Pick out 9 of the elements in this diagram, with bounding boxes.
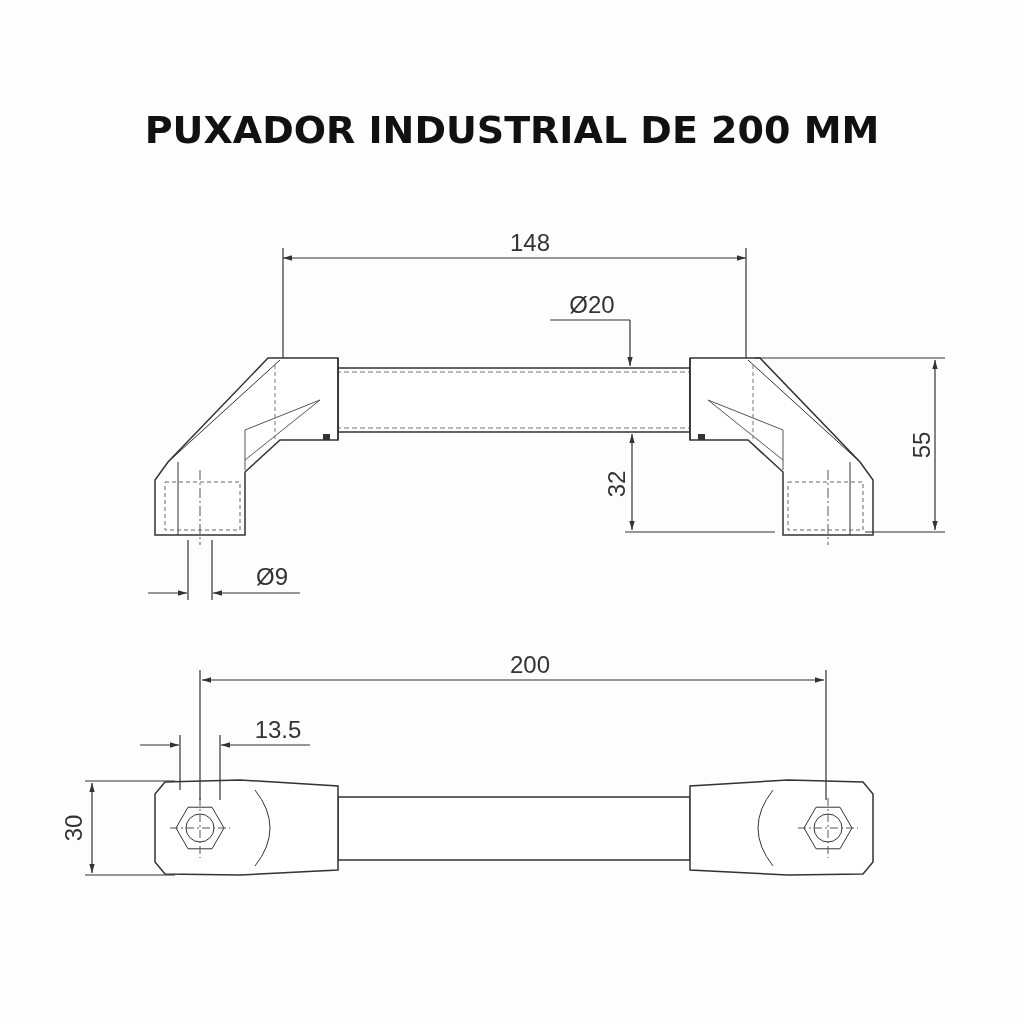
dimension-value: Ø20 [569, 293, 615, 317]
dimension-value: 55 [910, 431, 934, 459]
title: PUXADOR INDUSTRIAL DE 200 MM [143, 108, 881, 152]
dimension-value: 13.5 [254, 718, 302, 742]
dimension-value: 200 [510, 653, 550, 677]
dimension-value: 30 [62, 814, 86, 842]
dimension-value: 148 [510, 231, 550, 255]
dimension-value: 32 [605, 470, 629, 498]
dimension-value: Ø9 [256, 565, 288, 589]
